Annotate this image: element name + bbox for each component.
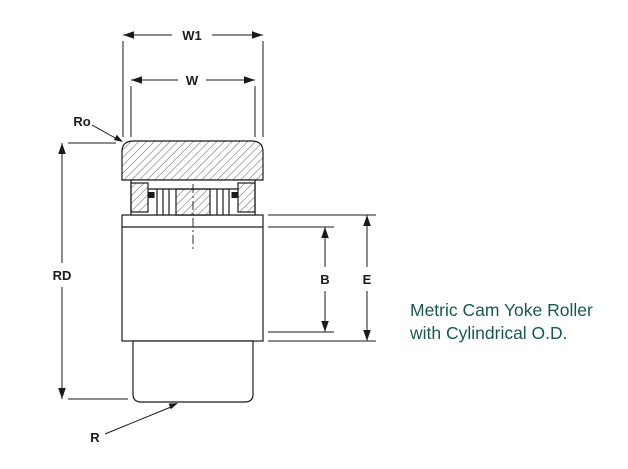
label-b: B xyxy=(320,272,329,287)
arrowhead xyxy=(123,31,134,39)
label-w: W xyxy=(186,73,199,88)
dimension-w: W xyxy=(130,73,256,137)
label-w1: W1 xyxy=(182,28,202,43)
arrowhead xyxy=(252,31,263,39)
outer-ring-section xyxy=(121,140,264,181)
arrowhead xyxy=(131,76,142,84)
label-e: E xyxy=(363,272,372,287)
dimension-b: B xyxy=(268,226,334,333)
dimension-rd: RD xyxy=(53,142,128,400)
seal-left xyxy=(148,192,155,198)
leader-line xyxy=(91,124,118,140)
caption-line-1: Metric Cam Yoke Roller xyxy=(410,300,593,320)
arrowhead xyxy=(363,330,371,341)
roller-body xyxy=(121,214,264,342)
label-rd: RD xyxy=(53,268,72,283)
dimension-w1: W1 xyxy=(122,28,264,137)
arrowhead xyxy=(244,76,255,84)
arrowhead xyxy=(58,143,66,154)
arrowhead xyxy=(363,215,371,226)
dimension-ro: Ro xyxy=(73,114,123,142)
end-washer-right xyxy=(237,182,256,213)
arrowhead xyxy=(321,227,329,238)
seal-right xyxy=(231,192,238,198)
end-washer-left xyxy=(130,182,149,213)
roller-part xyxy=(121,140,264,403)
arrowhead xyxy=(168,403,178,410)
caption-line-2: with Cylindrical O.D. xyxy=(410,322,568,343)
label-ro: Ro xyxy=(73,114,90,129)
needle-rollers xyxy=(156,189,230,215)
label-r: R xyxy=(90,430,100,445)
leader-line xyxy=(104,406,172,435)
dimension-r: R xyxy=(90,403,178,445)
figure-caption: Metric Cam Yoke Roller with Cylindrical … xyxy=(410,299,625,345)
arrowhead xyxy=(58,388,66,399)
arrowhead xyxy=(113,134,123,142)
arrowhead xyxy=(321,321,329,332)
dimension-e: E xyxy=(268,214,376,342)
stud-body xyxy=(132,340,254,403)
